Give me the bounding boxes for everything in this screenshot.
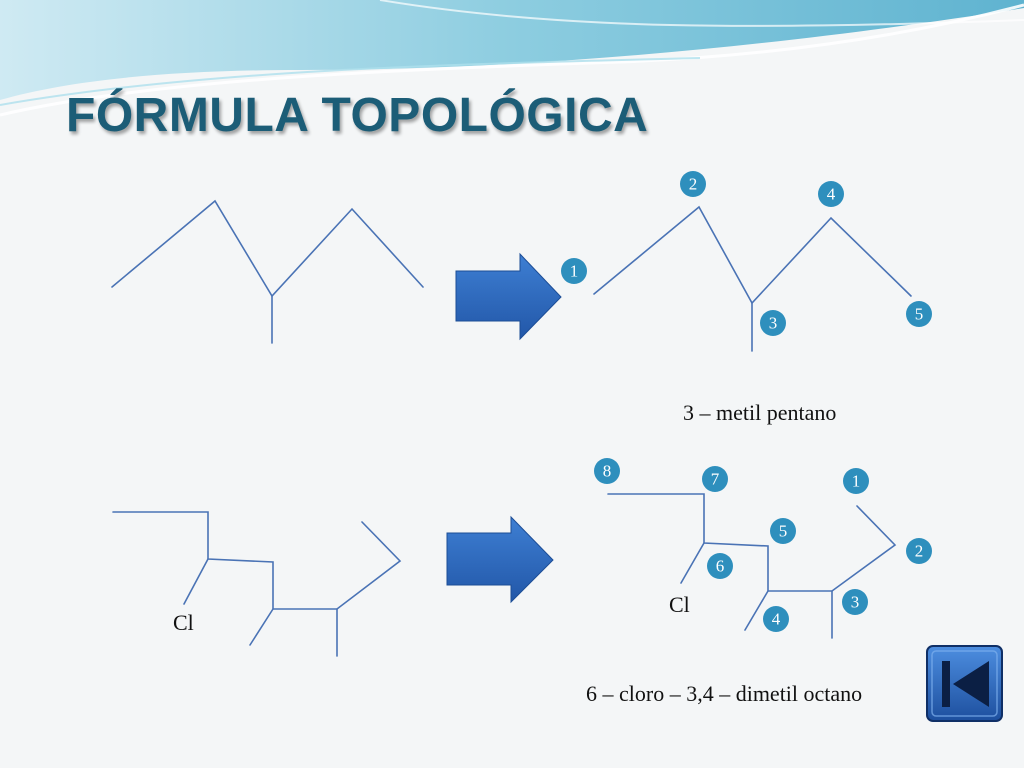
structure-1-numbered [593,205,912,352]
svg-text:2: 2 [915,542,924,561]
svg-text:1: 1 [570,262,579,281]
svg-text:7: 7 [711,470,720,489]
svg-text:4: 4 [827,185,836,204]
svg-text:5: 5 [779,522,788,541]
svg-text:4: 4 [772,610,781,629]
header-wave [0,0,1024,117]
number-badge-1-5: 5 [906,301,932,327]
number-badge-1-2: 2 [680,171,706,197]
structure-2-plain [112,511,402,657]
number-badge-2-8: 8 [594,458,620,484]
chloro-substituent-label: Cl [173,610,194,635]
structure-2-numbered [607,493,897,639]
arrow-right-2 [446,515,554,604]
svg-text:3: 3 [851,593,860,612]
number-badge-2-5: 5 [770,518,796,544]
svg-text:6: 6 [716,557,725,576]
number-badge-2-4: 4 [763,606,789,632]
svg-text:3: 3 [769,314,778,333]
number-badge-1-1: 1 [561,258,587,284]
number-badge-2-7: 7 [702,466,728,492]
caption-3-metil-pentano: 3 – metil pentano [683,400,837,425]
number-badge-2-3: 3 [842,589,868,615]
svg-text:2: 2 [689,175,698,194]
chloro-substituent-label-numbered: Cl [669,592,690,617]
number-badge-2-1: 1 [843,468,869,494]
svg-text:5: 5 [915,305,924,324]
arrow-right-1 [455,252,562,341]
page-title: FÓRMULA TOPOLÓGICA [66,89,649,142]
number-badge-2-2: 2 [906,538,932,564]
svg-text:1: 1 [852,472,861,491]
number-badge-1-3: 3 [760,310,786,336]
svg-text:8: 8 [603,462,612,481]
number-badge-1-4: 4 [818,181,844,207]
number-badge-2-6: 6 [707,553,733,579]
caption-dimetil-octano: 6 – cloro – 3,4 – dimetil octano [586,681,863,706]
first-slide-icon [942,661,989,707]
structure-1-plain [111,199,424,344]
first-slide-button[interactable] [926,645,1003,722]
